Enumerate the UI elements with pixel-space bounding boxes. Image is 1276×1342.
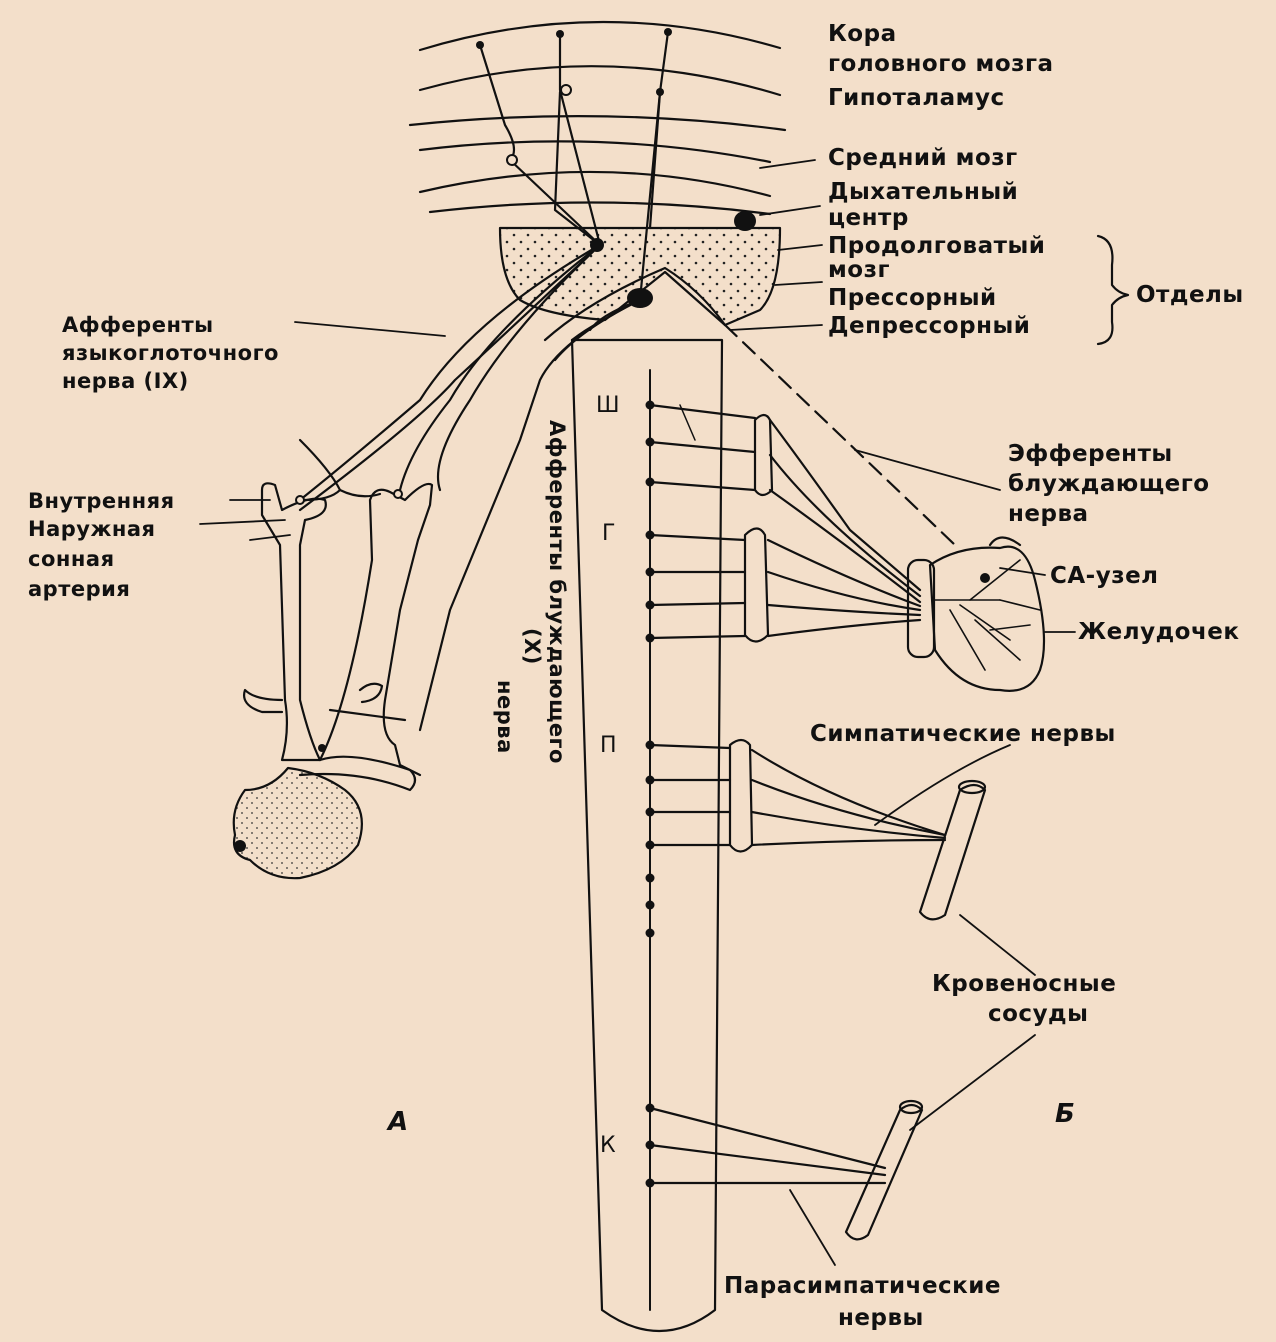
sympathetic-fibres-vessel xyxy=(650,745,945,845)
segment-label-g: Г xyxy=(602,520,616,548)
label-vnutrennyaya: Внутренняя xyxy=(28,488,175,514)
label-gipotalamus: Гипоталамус xyxy=(828,84,1005,112)
label-depressornyy: Депрессорный xyxy=(828,312,1030,340)
label-tsentr: центр xyxy=(828,204,909,232)
label-afferenty-ix-3: нерва (IX) xyxy=(62,368,189,394)
segment-label-p: П xyxy=(600,732,617,760)
label-afferenty-ix-1: Афференты xyxy=(62,312,214,338)
ganglion-thoracic xyxy=(730,740,752,852)
label-afferenty-ix-2: языкоглоточного xyxy=(62,340,279,366)
label-sa-uzel: СА-узел xyxy=(1050,562,1159,590)
heart-left xyxy=(234,768,362,878)
label-parasimpaticheskie: Парасимпатические xyxy=(724,1272,1001,1300)
label-nervy: нервы xyxy=(838,1304,924,1332)
label-simpaticheskie: Симпатические нервы xyxy=(810,720,1116,748)
label-otdely: Отделы xyxy=(1136,281,1244,309)
label-arteriya: артерия xyxy=(28,576,130,602)
blood-vessel-upper xyxy=(920,785,985,919)
carotid-artery-tree xyxy=(244,483,432,790)
label-zheludochek: Желудочек xyxy=(1078,618,1239,646)
label-kora: Кора xyxy=(828,20,897,48)
label-afferenty-x-3: (X) xyxy=(519,628,545,665)
ganglion-cervical xyxy=(745,415,772,642)
label-sonnaya: сонная xyxy=(28,546,115,572)
label-sosudy: сосуды xyxy=(988,1000,1088,1028)
segment-label-sh: Ш xyxy=(596,392,620,420)
label-efferenty-1: Эфференты xyxy=(1008,440,1173,468)
label-dykhatelnyy: Дыхательный xyxy=(828,178,1018,206)
segment-label-k: К xyxy=(600,1132,616,1160)
heart-right xyxy=(930,547,1044,691)
parasympathetic-fibres xyxy=(650,1108,885,1183)
label-efferenty-3: нерва xyxy=(1008,500,1089,528)
panel-label-b: Б xyxy=(1055,1100,1075,1128)
panel-label-a: А xyxy=(388,1108,409,1136)
label-sredniy-mozg: Средний мозг xyxy=(828,144,1018,172)
otdely-brace xyxy=(1098,236,1128,344)
label-pressornyy: Прессорный xyxy=(828,284,997,312)
label-efferenty-2: блуждающего xyxy=(1008,470,1210,498)
label-mozg: мозг xyxy=(828,256,890,284)
brain-layers xyxy=(410,22,785,214)
label-naruzhnaya: Наружная xyxy=(28,516,156,542)
medulla-oblongata xyxy=(500,228,780,325)
label-afferenty-x-2: нерва xyxy=(492,680,518,754)
label-afferenty-x-1: Афференты блуждающего xyxy=(544,420,570,764)
label-golovnogo-mozga: головного мозга xyxy=(828,50,1054,78)
sympathetic-fibres-heart xyxy=(650,405,920,638)
label-krovenosnye: Кровеносные xyxy=(932,970,1116,998)
